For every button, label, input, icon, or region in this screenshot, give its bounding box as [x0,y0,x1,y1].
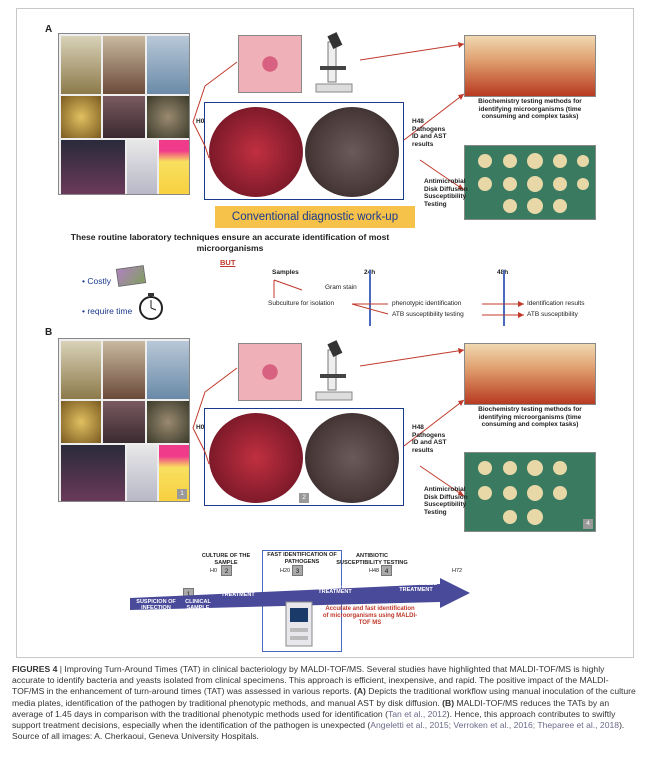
conventional-banner: Conventional diagnostic work-up [215,206,415,228]
caption-label: FIGURES 4 [12,664,58,674]
h48-label-b: H48 Pathogens ID and AST results [412,424,447,454]
image-badge-1: 1 [177,489,187,499]
timeline-culture-label: CULTURE OF THE SAMPLE [201,553,251,566]
gram-stain-image-a [238,35,302,93]
workflow-phenotypic: phenotypic identification [392,300,462,307]
result-arrows-a [360,42,465,191]
workflow-subculture: Subculture for isolation [268,300,335,307]
h48-label-a: H48 Pathogens ID and AST results [412,118,447,148]
workflow-samples: Samples [272,269,299,276]
require-time-label: • require time [82,306,133,316]
caption-a-label: (A) [353,686,366,697]
timeline-h48: H48 [369,568,380,574]
costly-label: • Costly [82,276,111,286]
biochem-tubes-image-a [464,35,596,97]
petri-plates-b: 2 [204,408,404,506]
workflow-gram-stain: Gram stain [325,284,357,291]
biochem-text-b: Biochemistry testing methods for identif… [478,406,582,428]
timeline-pathogen-adapted: PATHOGEN-ADAPTED TREATMENT [305,583,365,596]
timeline-clinical: CLINICAL SAMPLE [185,599,211,612]
image-badge-2: 2 [299,493,309,503]
specimen-photos-a [58,33,190,195]
disk-text-b: Antimicrobial Disk Diffusion Susceptibil… [424,486,468,516]
microscope-image-a [306,32,360,94]
timeline-badge-3: 3 [292,565,303,576]
but-label: BUT [220,258,236,267]
timeline-fast-id-label: FAST IDENTIFICATION OF PATHOGENS [267,552,337,565]
timeline-empirical: EMPIRICAL TREATMENT [221,586,255,599]
specimen-photos-b: 1 [58,338,190,502]
workflow-atb-testing: ATB susceptibility testing [392,311,464,318]
h0-label-a: H0 [196,118,205,125]
caption-text-5: ). Source of all images: A. Cherkaoui, G… [12,720,625,742]
caption-text-2: Depicts the traditional workflow using m… [12,686,636,708]
h0-branch-arrows-b [192,367,238,465]
caption-b-label: (B) [442,697,455,708]
workflow-arrows [273,270,524,326]
disk-text-a: Antimicrobial Disk Diffusion Susceptibil… [424,178,468,208]
gram-stain-image-b [238,343,302,401]
timeline-suspicion: SUSPICION OF INFECTION [136,599,176,612]
timeline-h72: H72 [452,568,463,574]
timeline-h20: H20 [280,568,291,574]
money-icon [115,265,147,287]
timeline-ast-label: ANTIBIOTIC SUSCEPTIBILITY TESTING [336,553,408,566]
result-arrows-b [360,348,465,497]
h0-branch-arrows-a [192,61,238,159]
figure-caption: FIGURES 4 | Improving Turn-Around Times … [12,664,638,742]
workflow-atb-susceptibility: ATB susceptibility [527,311,578,318]
routine-text: These routine laboratory techniques ensu… [70,232,390,253]
timeline-personalized: PERSONALIZED TREATMENT [394,581,438,594]
workflow-48h: 48h [497,269,509,276]
citation-link-group[interactable]: Angeletti et al., 2015; Verroken et al.,… [370,720,620,731]
maldi-text: Accurate and fast identification of micr… [322,606,418,626]
workflow-id-results: Identification results [527,300,585,307]
caption-text-1: | Improving Turn-Around Times (TAT) in c… [12,664,609,697]
disk-diffusion-image-b: 4 [464,452,596,532]
timeline-h0: H0 [210,568,218,574]
biochem-tubes-image-b [464,343,596,405]
timeline-arrow [130,578,470,610]
panel-b-label: B [45,327,53,338]
maldi-tof-instrument-image [284,598,314,648]
citation-link-tan[interactable]: Tan et al., 2012 [387,708,447,719]
biochem-text-a: Biochemistry testing methods for identif… [478,98,582,120]
timeline-badge-2: 2 [221,565,232,576]
h0-label-b: H0 [196,424,205,431]
panel-a-label: A [45,24,53,35]
petri-plates-a [204,102,404,200]
caption-text-3: MALDI-TOF/MS reduces the TATs by an aver… [12,697,610,719]
stopwatch-icon [138,292,164,320]
disk-diffusion-image-a [464,145,596,220]
microscope-image-b [306,340,360,402]
timeline-badge-4: 4 [381,565,392,576]
image-badge-4: 4 [583,519,593,529]
caption-text-4: ). Hence, this approach contributes to s… [12,708,616,731]
